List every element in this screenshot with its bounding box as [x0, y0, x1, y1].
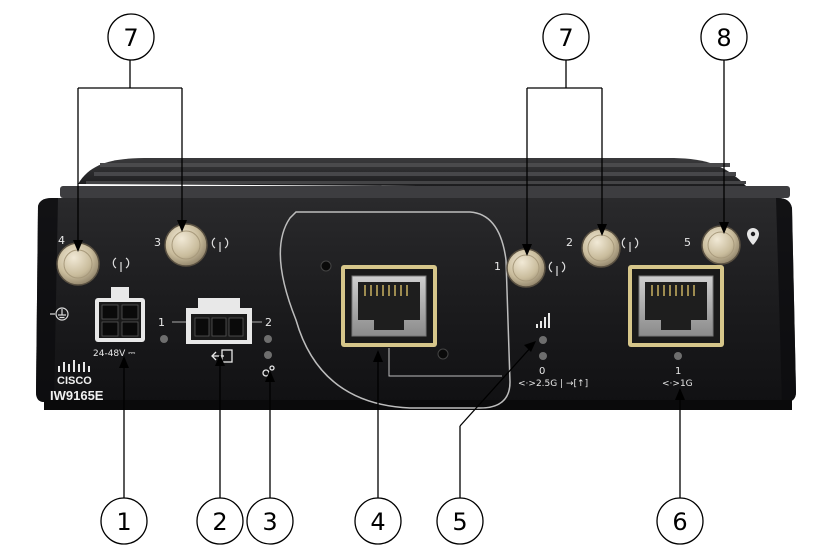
callout-8: 8: [700, 13, 748, 61]
callout-3: 3: [246, 497, 294, 545]
swap-arrow-icon: [211, 349, 233, 363]
antenna-port-label-5: 5: [684, 236, 691, 249]
antenna-port-label-2: 2: [566, 236, 573, 249]
antenna-connector-2[interactable]: [581, 228, 621, 268]
leader-lines: [77, 60, 725, 500]
antenna-connector-5[interactable]: [701, 225, 741, 265]
signal-bars-icon: [536, 313, 550, 328]
port-plate-outline: [279, 211, 511, 409]
callout-5: 5: [436, 497, 484, 545]
svg-text:4: 4: [370, 508, 385, 536]
ethernet-port-1[interactable]: [628, 265, 724, 347]
ethernet-1-label: 1: [675, 366, 681, 377]
signal-led: [539, 336, 547, 344]
antenna-connector-1[interactable]: [506, 248, 546, 288]
callout-2: 2: [196, 497, 244, 545]
status-led: [264, 351, 272, 359]
antenna-signal-icon: [548, 261, 566, 276]
brand-label: CISCO: [57, 375, 92, 387]
svg-text:7: 7: [123, 24, 138, 52]
cisco-logo: [58, 360, 90, 372]
antenna-signal-icon: [112, 257, 130, 272]
svg-text:3: 3: [262, 508, 277, 536]
callout-7-right: 7: [542, 13, 590, 61]
power-connector-2[interactable]: [186, 298, 252, 344]
mounting-hole: [437, 348, 449, 360]
ethernet-port-0[interactable]: [341, 265, 437, 347]
ethernet-0-label: 0: [539, 366, 545, 377]
antenna-port-label-4: 4: [58, 234, 65, 247]
antenna-port-label-3: 3: [154, 236, 161, 249]
ethernet-0-speed-label: <·>2.5G | →[↑]: [518, 379, 588, 389]
callout-7-left: 7: [107, 13, 155, 61]
dc-power-connector[interactable]: [95, 287, 145, 342]
ethernet-1-led: [674, 352, 682, 360]
antenna-connector-4[interactable]: [56, 242, 100, 286]
svg-text:5: 5: [452, 508, 467, 536]
ethernet-0-led: [539, 352, 547, 360]
antenna-signal-icon: [621, 237, 639, 252]
antenna-signal-icon: [211, 237, 229, 252]
antenna-port-label-1: 1: [494, 260, 501, 273]
callout-6: 6: [656, 497, 704, 545]
ethernet-1-speed-label: <·>1G: [662, 379, 693, 389]
power-led-2: [264, 335, 272, 343]
port-0-guide-line: [388, 348, 502, 377]
callout-1: 1: [100, 497, 148, 545]
svg-text:2: 2: [212, 508, 227, 536]
ground-icon: [50, 307, 69, 321]
svg-text:7: 7: [558, 24, 573, 52]
power-led-label-1: 1: [158, 316, 165, 329]
antenna-connector-3[interactable]: [164, 223, 208, 267]
power-led-label-2: 2: [265, 316, 272, 329]
leader-arrowheads: [73, 220, 729, 400]
svg-text:8: 8: [716, 24, 731, 52]
power-led-1: [160, 335, 168, 343]
svg-text:1: 1: [116, 508, 131, 536]
svg-text:6: 6: [672, 508, 687, 536]
location-pin-icon: [747, 228, 759, 245]
callout-4: 4: [354, 497, 402, 545]
mounting-hole: [320, 260, 332, 272]
power-rating-label: 24-48V ⎓: [93, 349, 135, 359]
model-label: IW9165E: [50, 388, 104, 403]
